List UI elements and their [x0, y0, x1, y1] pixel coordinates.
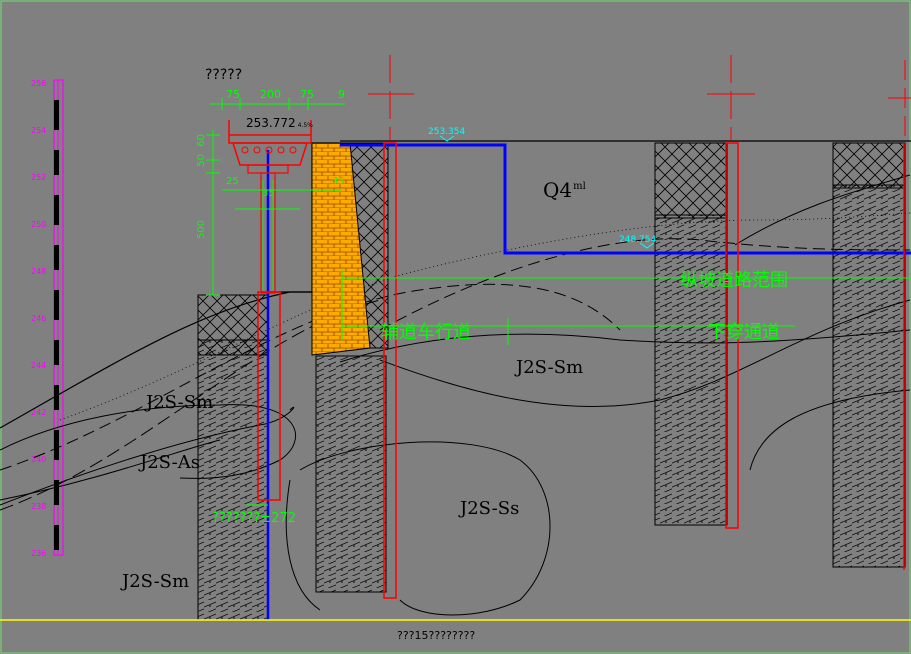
soil-j2s-ss: J2S-Ss	[460, 498, 520, 519]
boring-column-2	[315, 355, 387, 593]
left-dim-2: 50	[196, 154, 207, 167]
pier-dim-3: 35	[332, 176, 345, 187]
elevation-scale	[53, 79, 64, 556]
dim-2: 200	[260, 88, 281, 101]
dim-1: 75	[226, 88, 240, 101]
soil-j2s-sm-2: J2S-Sm	[146, 392, 214, 413]
pile-2	[383, 142, 397, 599]
soil-q4: Q4ml	[543, 178, 586, 202]
soil-j2s-sm-3: J2S-Sm	[122, 571, 190, 592]
footer-caption: ???15????????	[397, 629, 476, 642]
ground-elevation-2: 248.754	[619, 235, 657, 245]
boring-column-3	[654, 214, 728, 526]
scale-tick-244: 244	[31, 361, 46, 370]
scale-tick-labels: 256 254 252 250 248 246 244 242 240 238 236	[31, 79, 46, 558]
bridge-deck	[228, 120, 312, 294]
lane-label: 辅道车行道	[381, 322, 471, 343]
pile-3	[725, 142, 739, 529]
scale-tick-236: 236	[31, 549, 46, 558]
scale-tick-238: 238	[31, 502, 46, 511]
scale-tick-256: 256	[31, 79, 46, 88]
boring-column-4	[832, 184, 906, 568]
left-dim-3: 500	[196, 220, 207, 240]
scale-tick-252: 252	[31, 173, 46, 182]
pile-1	[257, 291, 281, 501]
dim-labels-top: 75 200 75 9	[222, 88, 352, 104]
pier-dims: 25 35 35	[222, 176, 352, 199]
pier-base-label: ???????±272	[212, 511, 297, 526]
excavation-line	[340, 143, 911, 255]
left-dims: 60 50 500	[196, 130, 216, 270]
dimension-lines	[206, 98, 911, 506]
soil-j2s-as: J2S-As	[140, 452, 200, 473]
scale-tick-242: 242	[31, 408, 46, 417]
dim-4: 9	[338, 88, 345, 101]
dim-3: 75	[300, 88, 314, 101]
ground-elevation-1: 253.354	[428, 127, 466, 137]
retaining-wall	[311, 142, 371, 356]
pier-dim-1: 25	[226, 176, 239, 187]
scale-tick-240: 240	[31, 455, 46, 464]
drawing-title: ?????	[205, 67, 243, 83]
scale-tick-246: 246	[31, 314, 46, 323]
passage-label: 下穿通道	[708, 322, 780, 343]
soil-j2s-sm-1: J2S-Sm	[516, 357, 584, 378]
scale-tick-248: 248	[31, 267, 46, 276]
pier-dim-2: 35	[262, 188, 275, 199]
left-dim-1: 60	[196, 134, 207, 147]
boring-column-1	[197, 339, 269, 621]
scale-tick-254: 254	[31, 126, 46, 135]
road-range-label: 纵坡道路范围	[680, 270, 788, 291]
scale-tick-250: 250	[31, 220, 46, 229]
